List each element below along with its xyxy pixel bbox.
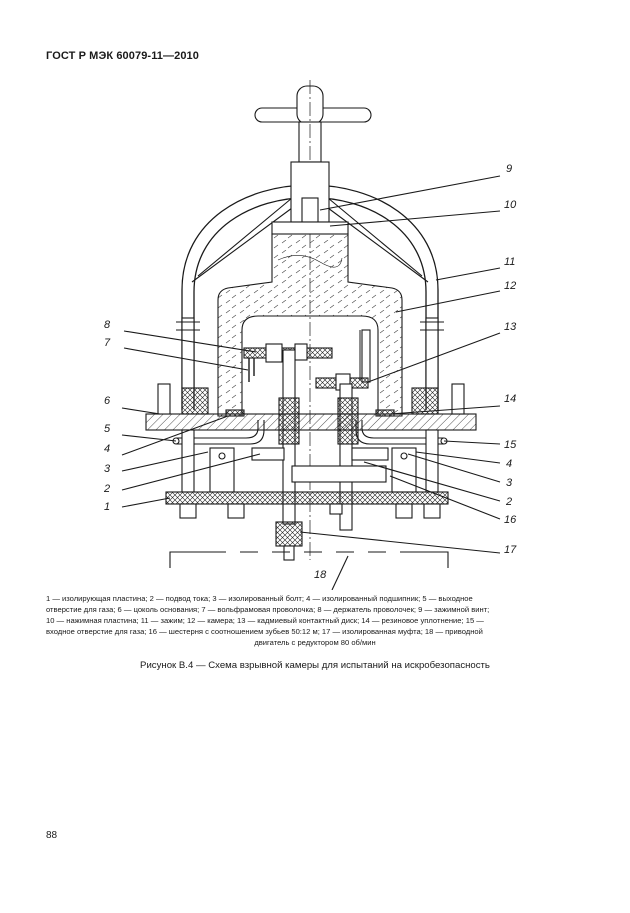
label-2: 2 <box>103 483 110 495</box>
label-7: 7 <box>104 337 111 349</box>
legend-line-5: двигатель с редуктором 80 об/мин <box>254 638 376 647</box>
figure-caption: Рисунок В.4 — Схема взрывной камеры для … <box>140 660 490 671</box>
label-11: 11 <box>504 256 515 268</box>
figure-legend: 1 — изолирующая пластина; 2 — подвод ток… <box>46 593 584 648</box>
label-4: 4 <box>104 443 110 455</box>
label-8: 8 <box>104 319 111 331</box>
chamber-body <box>217 233 403 417</box>
label-10: 10 <box>504 199 517 211</box>
label-4-right: 4 <box>506 458 512 470</box>
legend-line-2: отверстие для газа; 6 — цоколь основания… <box>46 605 490 614</box>
explosion-chamber-diagram: 8 7 6 5 4 3 2 1 9 10 11 12 13 14 15 4 3 … <box>103 80 517 590</box>
base-plinth <box>145 413 477 431</box>
gas-inlet-tube <box>361 420 444 439</box>
label-3-right: 3 <box>506 477 513 489</box>
page-number: 88 <box>46 830 58 841</box>
insulated-coupling <box>275 521 303 547</box>
label-17: 17 <box>504 544 517 556</box>
label-14: 14 <box>504 393 516 405</box>
label-6: 6 <box>104 395 111 407</box>
label-9: 9 <box>506 163 512 175</box>
label-13: 13 <box>504 321 517 333</box>
drive-motor <box>169 551 449 568</box>
label-16: 16 <box>504 514 517 526</box>
label-12: 12 <box>504 280 516 292</box>
pressure-plate <box>271 221 349 235</box>
label-1: 1 <box>104 501 110 513</box>
callout-labels: 8 7 6 5 4 3 2 1 9 10 11 12 13 14 15 4 3 … <box>103 163 517 581</box>
standard-header: ГОСТ Р МЭК 60079-11—2010 <box>46 50 199 62</box>
label-5: 5 <box>104 423 111 435</box>
gas-outlet-tube <box>176 420 259 439</box>
label-2-right: 2 <box>505 496 512 508</box>
label-3: 3 <box>104 463 111 475</box>
gear <box>291 465 387 483</box>
insulating-plate <box>165 491 449 505</box>
label-18: 18 <box>314 569 327 581</box>
label-15: 15 <box>504 439 517 451</box>
legend-line-3: 10 — нажимная пластина; 11 — зажим; 12 —… <box>46 616 484 625</box>
legend-line-1: 1 — изолирующая пластина; 2 — подвод ток… <box>46 594 473 603</box>
legend-line-4: входное отверстие для газа; 16 — шестерн… <box>46 627 483 636</box>
